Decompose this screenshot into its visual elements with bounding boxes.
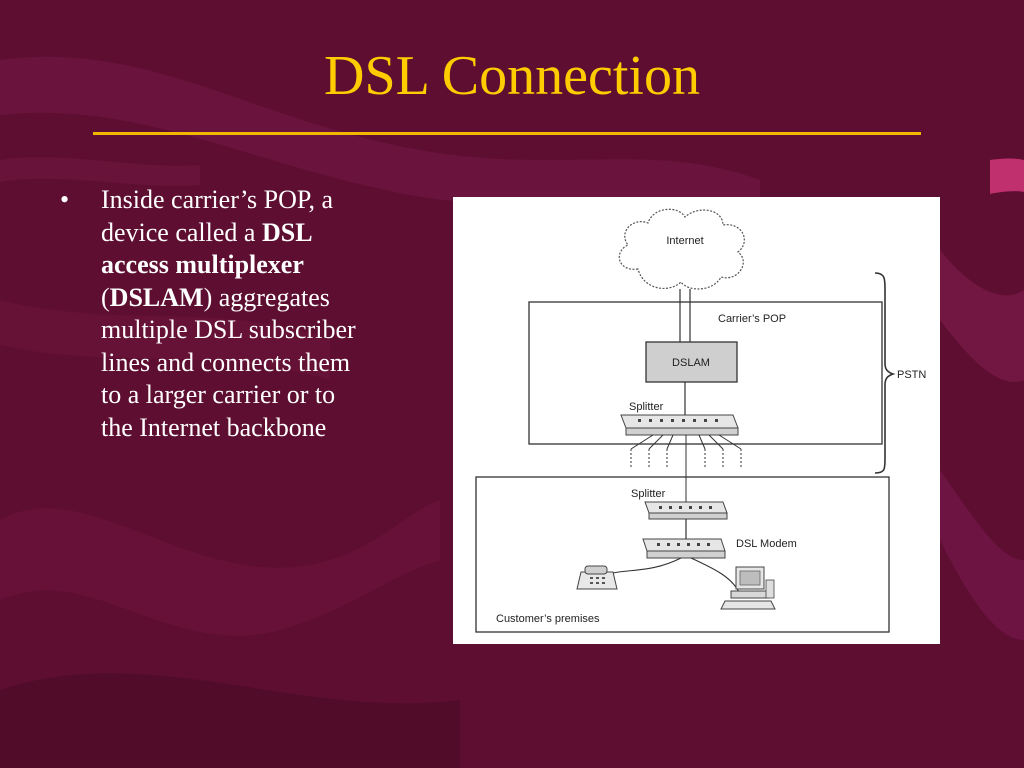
premises-cables [604,557,740,593]
title-underline [93,132,921,135]
splitter-bottom-icon [644,501,728,520]
internet-uplink [679,289,691,342]
pstn-brace [874,272,896,474]
pstn-label: PSTN [897,369,926,381]
dslam-label: DSLAM [672,357,710,369]
bullet-text-rest: ) aggregates multiple DSL subscriber lin… [101,282,356,442]
subscriber-lines [630,434,742,502]
bullet-acronym: DSLAM [109,282,204,312]
customer-premises-box [475,476,890,633]
bullet-marker: • [60,185,70,214]
carrier-pop-box [528,301,883,445]
splitter-top-icon [620,414,739,436]
dslam-box [645,341,738,383]
telephone-icon [576,565,618,590]
bullet-text: Inside carrier’s POP, a device called a … [101,184,366,444]
bullet-paren-open: ( [101,282,110,312]
dsl-modem-label: DSL Modem [736,538,797,550]
bullet-term-dslam: DSL access multiplexer [101,217,312,280]
bullet-text-intro: Inside carrier’s POP, a device called a [101,185,334,247]
slide-title: DSL Connection [324,45,700,107]
internet-label: Internet [666,235,703,247]
splitter-top-label: Splitter [629,401,664,413]
computer-icon [720,566,776,610]
customer-premises-label: Customer’s premises [496,613,600,625]
internet-cloud-icon [618,208,745,290]
dsl-modem-icon [642,538,726,559]
carrier-pop-label: Carrier’s POP [718,313,786,325]
dsl-diagram: Internet Carrier’s POP DSLAM Splitter [453,197,940,644]
splitter-bottom-label: Splitter [631,488,666,500]
